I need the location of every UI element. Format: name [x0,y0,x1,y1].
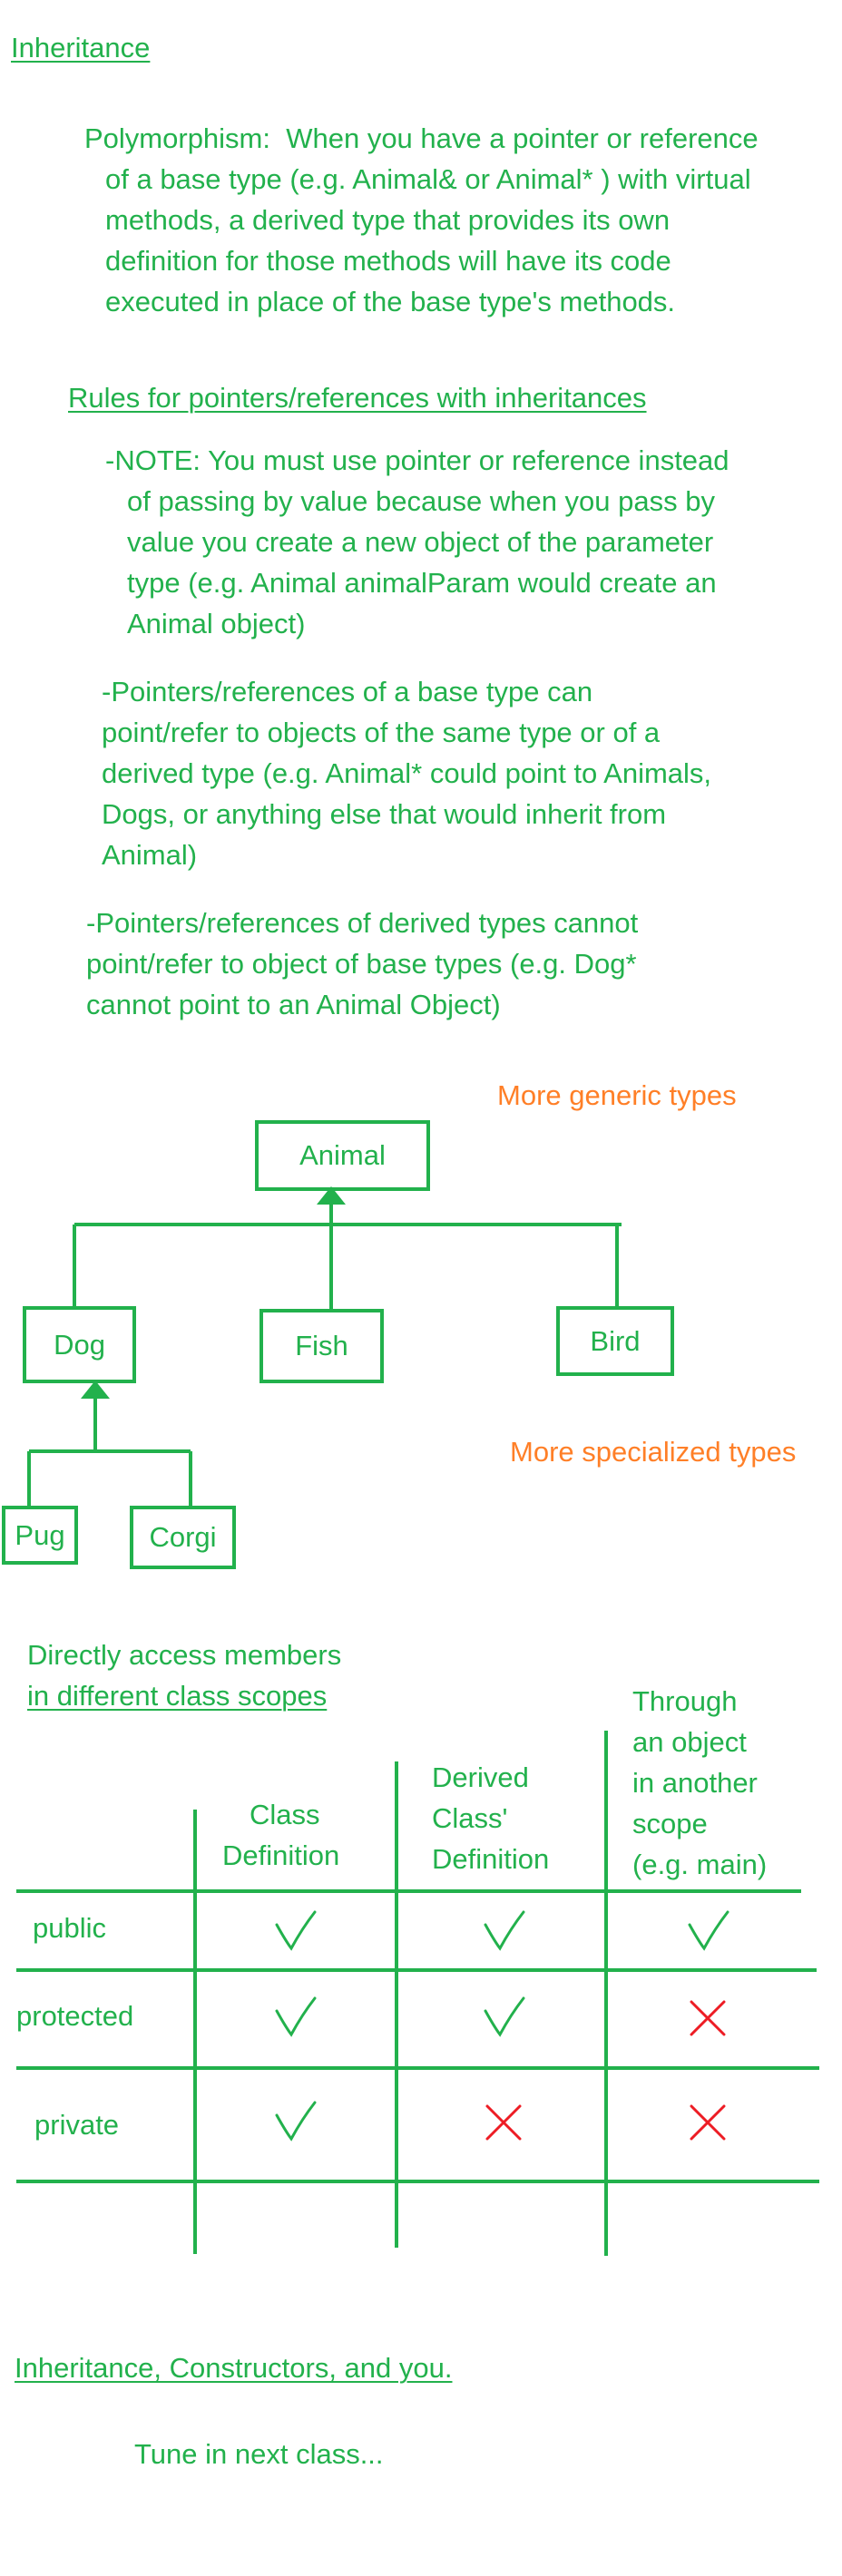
animal-arrowhead-icon [317,1186,346,1205]
col-header-line: Definition [432,1843,550,1875]
row-label-private: private [34,2109,120,2141]
check-mark-icon [275,1996,317,2037]
class-name: Dog [54,1328,105,1361]
col-header-line: (e.g. main) [632,1849,768,1880]
class-box-dog: Dog [23,1306,136,1383]
rule-derived-line: point/refer to object of base types (e.g… [86,948,637,980]
col-header-line: Through [632,1685,738,1717]
check-mark-icon [275,1910,317,1951]
col-header-line: Class' [432,1802,508,1834]
polymorphism-line: executed in place of the base type's met… [105,286,676,317]
rule-derived-line: -Pointers/references of derived types ca… [86,907,639,939]
cross-mark-icon [690,2000,726,2036]
class-name: Corgi [149,1521,217,1553]
class-name: Pug [15,1518,65,1551]
col-header-line: scope [632,1808,708,1839]
dog-arrowhead-icon [81,1381,110,1399]
col-header-line: Definition [222,1839,340,1871]
class-box-animal: Animal [255,1120,430,1191]
class-name: Bird [590,1324,641,1357]
rule-base-line: derived type (e.g. Animal* could point t… [102,757,712,789]
rule-base-line: Animal) [102,839,198,871]
note-line: of passing by value because when you pas… [127,485,715,517]
note-line: type (e.g. Animal animalParam would crea… [127,567,717,599]
access-heading-line1: Directly access members [27,1639,342,1671]
check-mark-icon [275,2101,317,2142]
cross-mark-icon [485,2104,522,2141]
generic-types-label: More generic types [497,1079,737,1111]
row-label-public: public [33,1912,106,1944]
class-name: Animal [299,1139,386,1171]
check-mark-icon [688,1910,729,1951]
col-header-line: Class [250,1799,320,1830]
row-label-protected: protected [16,2000,134,2032]
col-header-line: Derived [432,1761,529,1793]
note-line: value you create a new object of the par… [127,526,714,558]
constructors-heading: Inheritance, Constructors, and you. [15,2352,453,2384]
polymorphism-line: methods, a derived type that provides it… [105,204,671,236]
note-line: -NOTE: You must use pointer or reference… [105,444,729,476]
note-line: Animal object) [127,608,306,639]
access-heading-line2: in different class scopes [27,1680,328,1712]
check-mark-icon [484,1996,525,2037]
specialized-types-label: More specialized types [510,1436,797,1468]
tune-in-text: Tune in next class... [134,2438,384,2470]
rules-heading: Rules for pointers/references with inher… [68,382,647,414]
polymorphism-line: of a base type (e.g. Animal& or Animal* … [105,163,751,195]
class-box-corgi: Corgi [130,1506,236,1569]
col-header-line: an object [632,1726,747,1758]
class-name: Fish [295,1330,348,1361]
col-header-line: in another [632,1767,758,1799]
class-box-fish: Fish [259,1309,384,1383]
class-box-bird: Bird [556,1306,674,1376]
rule-base-line: Dogs, or anything else that would inheri… [102,798,667,830]
page-title: Inheritance [11,32,151,63]
polymorphism-line: definition for those methods will have i… [105,245,671,277]
rule-derived-line: cannot point to an Animal Object) [86,989,501,1020]
cross-mark-icon [690,2104,726,2141]
rule-base-line: point/refer to objects of the same type … [102,717,661,748]
class-box-pug: Pug [2,1506,78,1565]
check-mark-icon [484,1910,525,1951]
polymorphism-line: Polymorphism: When you have a pointer or… [84,122,759,154]
rule-base-line: -Pointers/references of a base type can [102,676,593,707]
